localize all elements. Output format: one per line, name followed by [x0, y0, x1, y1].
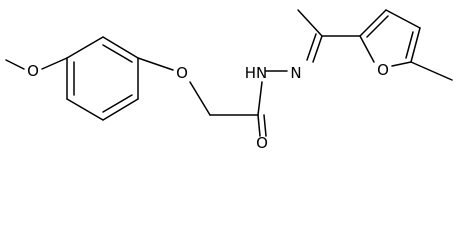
atom-labels: O O HN N O O — [27, 61, 389, 149]
bond-ring-3-inner — [102, 94, 133, 113]
bond-furan-c4-c5-inner — [405, 31, 414, 59]
bond-carbonyl-double-2 — [263, 114, 267, 137]
bond-ether-o-ch2 — [189, 81, 211, 116]
bond-n-c-double-1 — [312, 35, 323, 63]
bond-n-c-double-2 — [306, 33, 317, 61]
canvas-background — [0, 0, 458, 149]
carbonyl-oxygen-label: O — [256, 134, 268, 149]
bond-methoxy-o-ring — [41, 57, 68, 70]
bond-ring-5 — [102, 36, 139, 59]
nh-label: HN — [245, 64, 268, 82]
bond-furan-c2-c3 — [359, 9, 387, 37]
bond-furan-c4-c5 — [410, 27, 421, 63]
bond-furan-c2-c3-inner — [366, 15, 389, 38]
bond-methyl-methoxy-o — [5, 59, 25, 70]
ether-oxygen-label: O — [176, 64, 188, 82]
methoxy-oxygen-label: O — [27, 62, 39, 80]
bond-ring-5-inner — [102, 44, 133, 63]
hydrazone-nitrogen-label: N — [290, 64, 301, 82]
bond-ring-2 — [66, 98, 104, 121]
bond-furan-o-c2 — [359, 35, 375, 63]
bond-carbonyl-double-1 — [257, 114, 261, 137]
bond-lines — [5, 9, 453, 137]
bond-ring-6 — [66, 36, 104, 59]
bond-ring-ether-o — [137, 57, 174, 71]
molecule-structure-diagram: O O HN N O O — [0, 0, 458, 149]
bond-carbonyl-c-nh — [257, 81, 263, 116]
bond-furan-methyl — [410, 61, 453, 81]
bond-furan-c5-o — [391, 61, 412, 67]
bond-ring-3 — [102, 98, 139, 121]
bond-imine-methyl — [297, 9, 323, 37]
furan-oxygen-label: O — [377, 61, 389, 79]
bond-furan-c3-c4 — [385, 9, 421, 29]
